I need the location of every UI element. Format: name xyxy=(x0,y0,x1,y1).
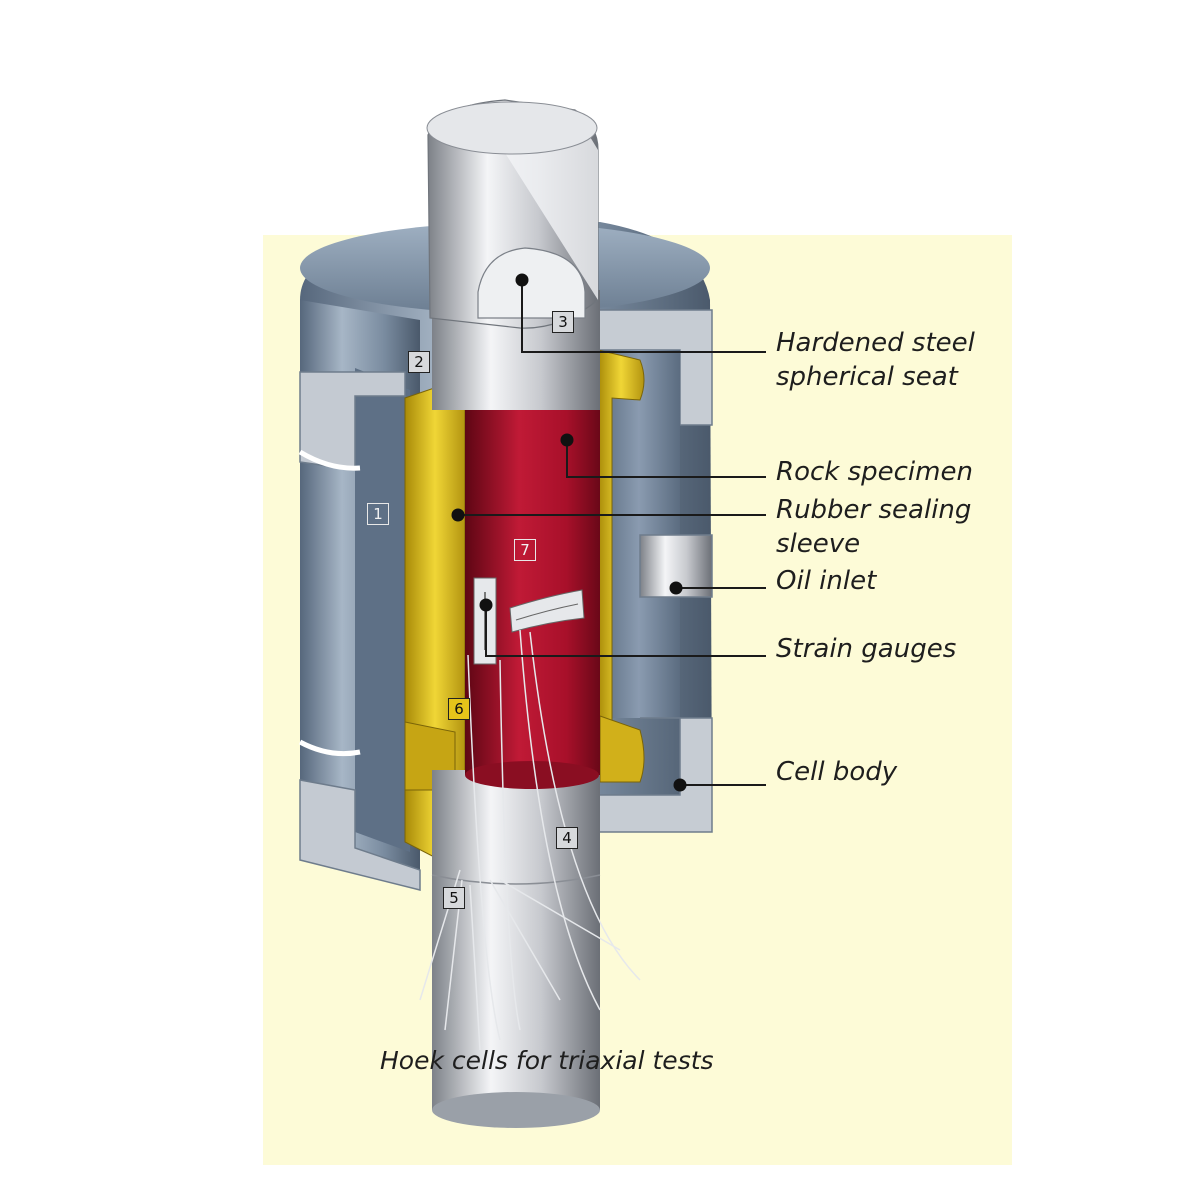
part-number-1: 1 xyxy=(367,503,389,525)
part-number-6: 6 xyxy=(448,698,470,720)
label-cell-body: Cell body xyxy=(776,757,898,787)
leader-lines xyxy=(458,280,766,786)
part-number-7: 7 xyxy=(514,539,536,561)
part-number-5: 5 xyxy=(443,887,465,909)
label-sleeve: sleeve xyxy=(776,529,861,559)
rubber-sealing-sleeve xyxy=(404,349,645,861)
figure-caption: Hoek cells for triaxial tests xyxy=(380,1046,714,1075)
part-number-4: 4 xyxy=(556,827,578,849)
lower-platen xyxy=(432,770,600,1110)
label-strain-gauges: Strain gauges xyxy=(776,634,957,664)
label-spherical-seat: spherical seat xyxy=(776,362,958,392)
part-number-3: 3 xyxy=(552,311,574,333)
label-hardened-steel: Hardened steel xyxy=(776,328,975,358)
label-rubber-sealing: Rubber sealing xyxy=(776,495,972,525)
upper-platen xyxy=(426,99,600,410)
part-number-2: 2 xyxy=(408,351,430,373)
label-rock-specimen: Rock specimen xyxy=(776,457,973,487)
label-oil-inlet: Oil inlet xyxy=(776,566,877,596)
leader-dots xyxy=(451,273,687,792)
